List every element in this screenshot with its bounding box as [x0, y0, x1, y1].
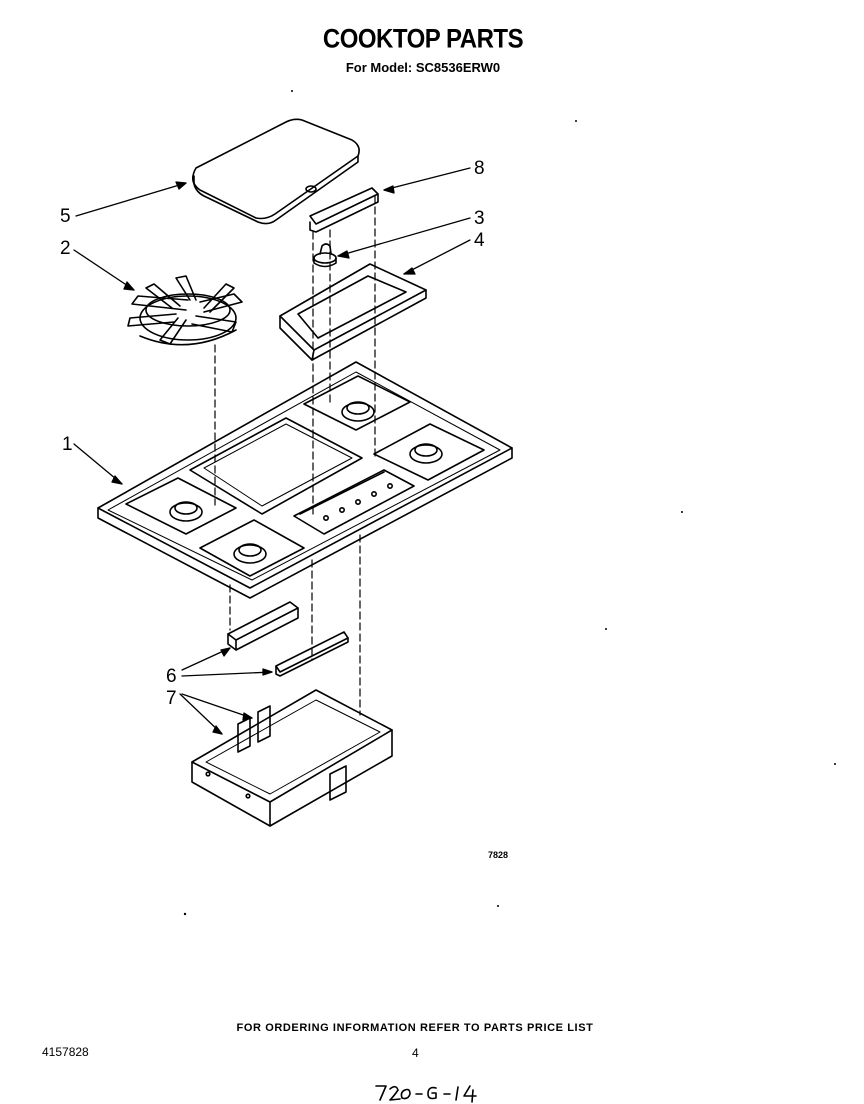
- document-number: 4157828: [42, 1045, 89, 1059]
- callout-7: 7: [166, 688, 177, 709]
- callout-3: 3: [474, 208, 485, 229]
- callout-2: 2: [60, 238, 71, 259]
- callout-numbers: 1 2 3 4 5 6 7 8: [60, 158, 485, 709]
- page-number: 4: [412, 1046, 419, 1060]
- callout-5: 5: [60, 206, 71, 227]
- callout-4: 4: [474, 230, 485, 251]
- callout-6: 6: [166, 666, 177, 687]
- brackets-part: [227, 601, 349, 677]
- handwritten-note: [375, 1085, 477, 1103]
- cooktop-part: [97, 361, 513, 599]
- page-title: COOKTOP PARTS: [322, 24, 524, 55]
- scan-specks: [183, 90, 836, 916]
- callout-8: 8: [474, 158, 485, 179]
- knob-post-part: [313, 243, 337, 268]
- control-trim-frame-part: [279, 263, 427, 361]
- burner-box-part: [191, 689, 393, 827]
- figure-code: 7828: [488, 850, 509, 860]
- seal-strip-part: [309, 187, 379, 233]
- leader-lines: [73, 167, 471, 735]
- assembly-guide-lines: [214, 195, 376, 716]
- ordering-note: FOR ORDERING INFORMATION REFER TO PARTS …: [236, 1022, 594, 1034]
- callout-1: 1: [62, 434, 73, 455]
- burner-grate-part: [127, 275, 243, 346]
- model-subtitle: For Model: SC8536ERW0: [345, 60, 501, 75]
- cover-plate-part: [192, 118, 360, 225]
